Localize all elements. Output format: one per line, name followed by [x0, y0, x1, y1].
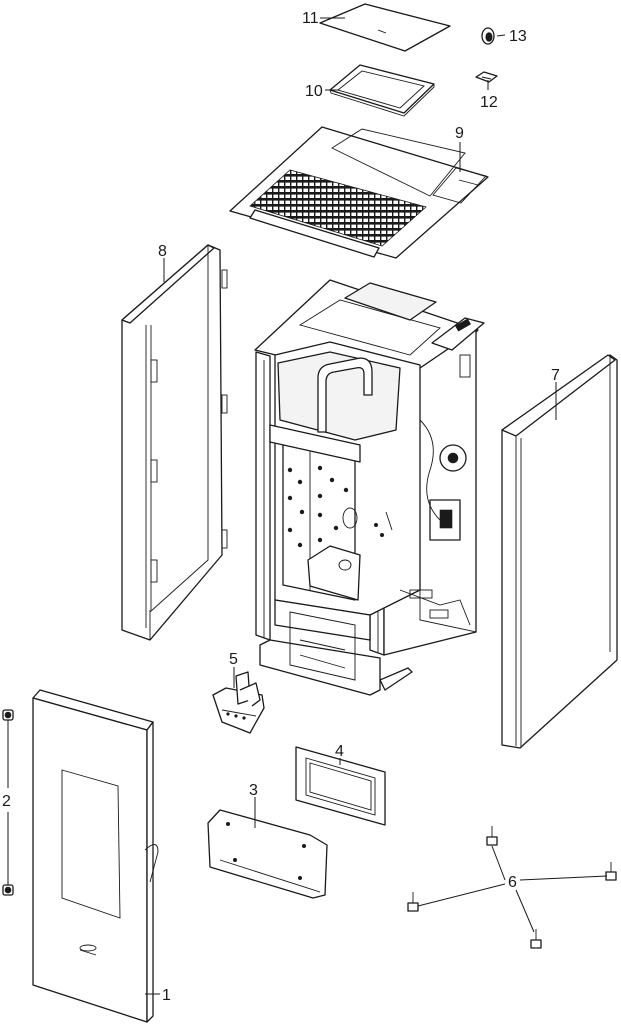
front-door-part [32, 689, 159, 1023]
callout-10: 10 [305, 83, 323, 100]
callout-7: 7 [551, 367, 560, 384]
door-gasket-frame-part [295, 746, 386, 826]
callout-9: 9 [455, 125, 464, 142]
deflector-plate-part [207, 809, 328, 899]
callout-3: 3 [249, 782, 258, 799]
callout-12: 12 [480, 94, 498, 111]
callout-5: 5 [229, 651, 238, 668]
callout-labels: 11 10 13 12 9 8 7 5 4 3 2 1 6 [2, 10, 560, 1004]
knob-part [481, 27, 495, 45]
callout-1: 1 [162, 987, 171, 1004]
adjustable-feet-part [407, 826, 617, 949]
top-panel-part [229, 126, 489, 259]
left-side-panel-part [121, 244, 228, 641]
burn-pot-part [212, 671, 265, 734]
callout-4: 4 [335, 743, 344, 760]
callout-6: 6 [508, 874, 517, 891]
small-clip-part [475, 71, 498, 83]
leader-lines [7, 17, 608, 995]
callout-11: 11 [302, 10, 319, 27]
callout-8: 8 [158, 243, 167, 260]
hinge-pins-part [2, 709, 14, 896]
callout-2: 2 [2, 793, 11, 810]
cover-gasket-frame-part [329, 64, 435, 117]
callout-13: 13 [509, 28, 527, 45]
stove-body-frame [254, 279, 485, 696]
right-side-panel-part [501, 354, 618, 749]
top-cover-plate-part [319, 3, 451, 52]
